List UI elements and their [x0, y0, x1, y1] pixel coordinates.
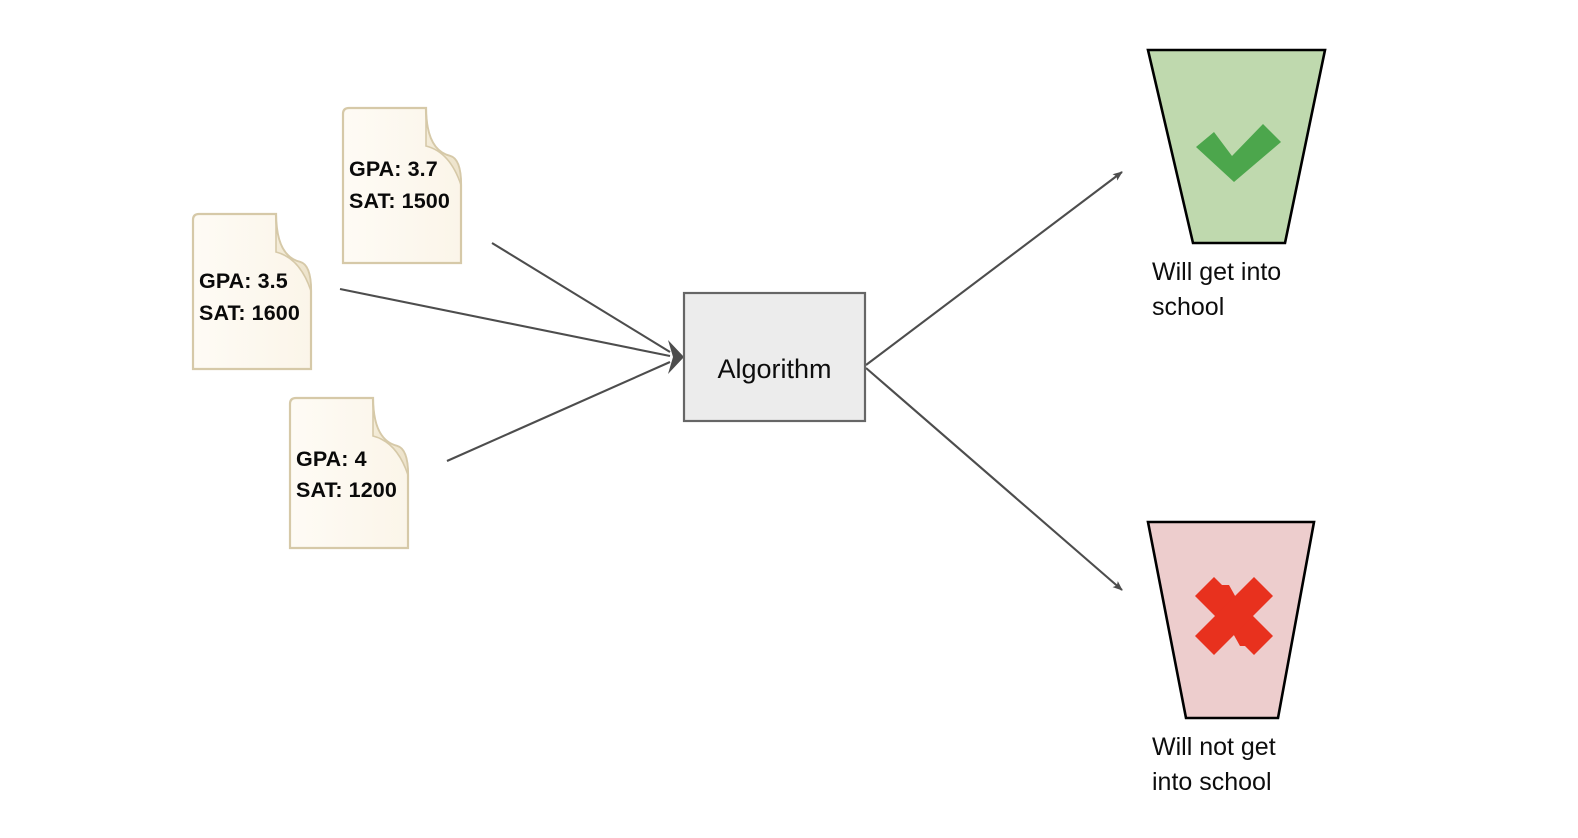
connector-doc1-to-algorithm	[491, 242, 671, 353]
connector-doc2-to-algorithm	[339, 287, 671, 358]
reject-label-line-2: into school	[1152, 768, 1272, 796]
algorithm-label: Algorithm	[717, 354, 831, 384]
connector-algorithm-to-reject	[865, 367, 1123, 591]
document-line-1: GPA: 3.7	[349, 157, 438, 181]
algorithm-box[interactable]: Algorithm	[682, 291, 867, 423]
connector-doc3-to-algorithm	[446, 361, 671, 462]
accept-trapezoid-shape	[1146, 48, 1327, 245]
document-shape	[341, 106, 463, 265]
document-shape	[288, 396, 410, 550]
input-connectors	[339, 242, 684, 462]
document-fold-icon	[425, 107, 462, 186]
document-fold-icon	[275, 213, 312, 292]
accept-label-line-2: school	[1152, 293, 1224, 321]
outcome-accept[interactable]: Will get into school	[1146, 48, 1327, 321]
reject-label-line-1: Will not get	[1152, 733, 1276, 761]
applicant-document-gpa-4[interactable]: GPA: 4 SAT: 1200	[288, 396, 410, 550]
document-fold-icon	[372, 397, 409, 476]
document-line-1: GPA: 3.5	[199, 269, 288, 293]
cross-mark-stroke-2	[1195, 577, 1273, 655]
applicant-document-gpa-3-7[interactable]: GPA: 3.7 SAT: 1500	[341, 106, 463, 265]
accept-label-line-1: Will get into	[1152, 258, 1281, 286]
outcome-reject[interactable]: Will not get into school	[1146, 520, 1316, 796]
input-arrowhead-icon	[668, 340, 684, 374]
document-line-2: SAT: 1200	[296, 478, 397, 502]
document-line-1: GPA: 4	[296, 447, 367, 471]
applicant-document-gpa-3-5[interactable]: GPA: 3.5 SAT: 1600	[191, 212, 313, 371]
connector-algorithm-to-accept	[865, 171, 1123, 366]
algorithm-box-rect	[682, 291, 867, 423]
check-mark-icon	[1196, 124, 1281, 182]
document-line-2: SAT: 1600	[199, 301, 300, 325]
output-connectors	[865, 171, 1123, 591]
document-line-2: SAT: 1500	[349, 189, 450, 213]
